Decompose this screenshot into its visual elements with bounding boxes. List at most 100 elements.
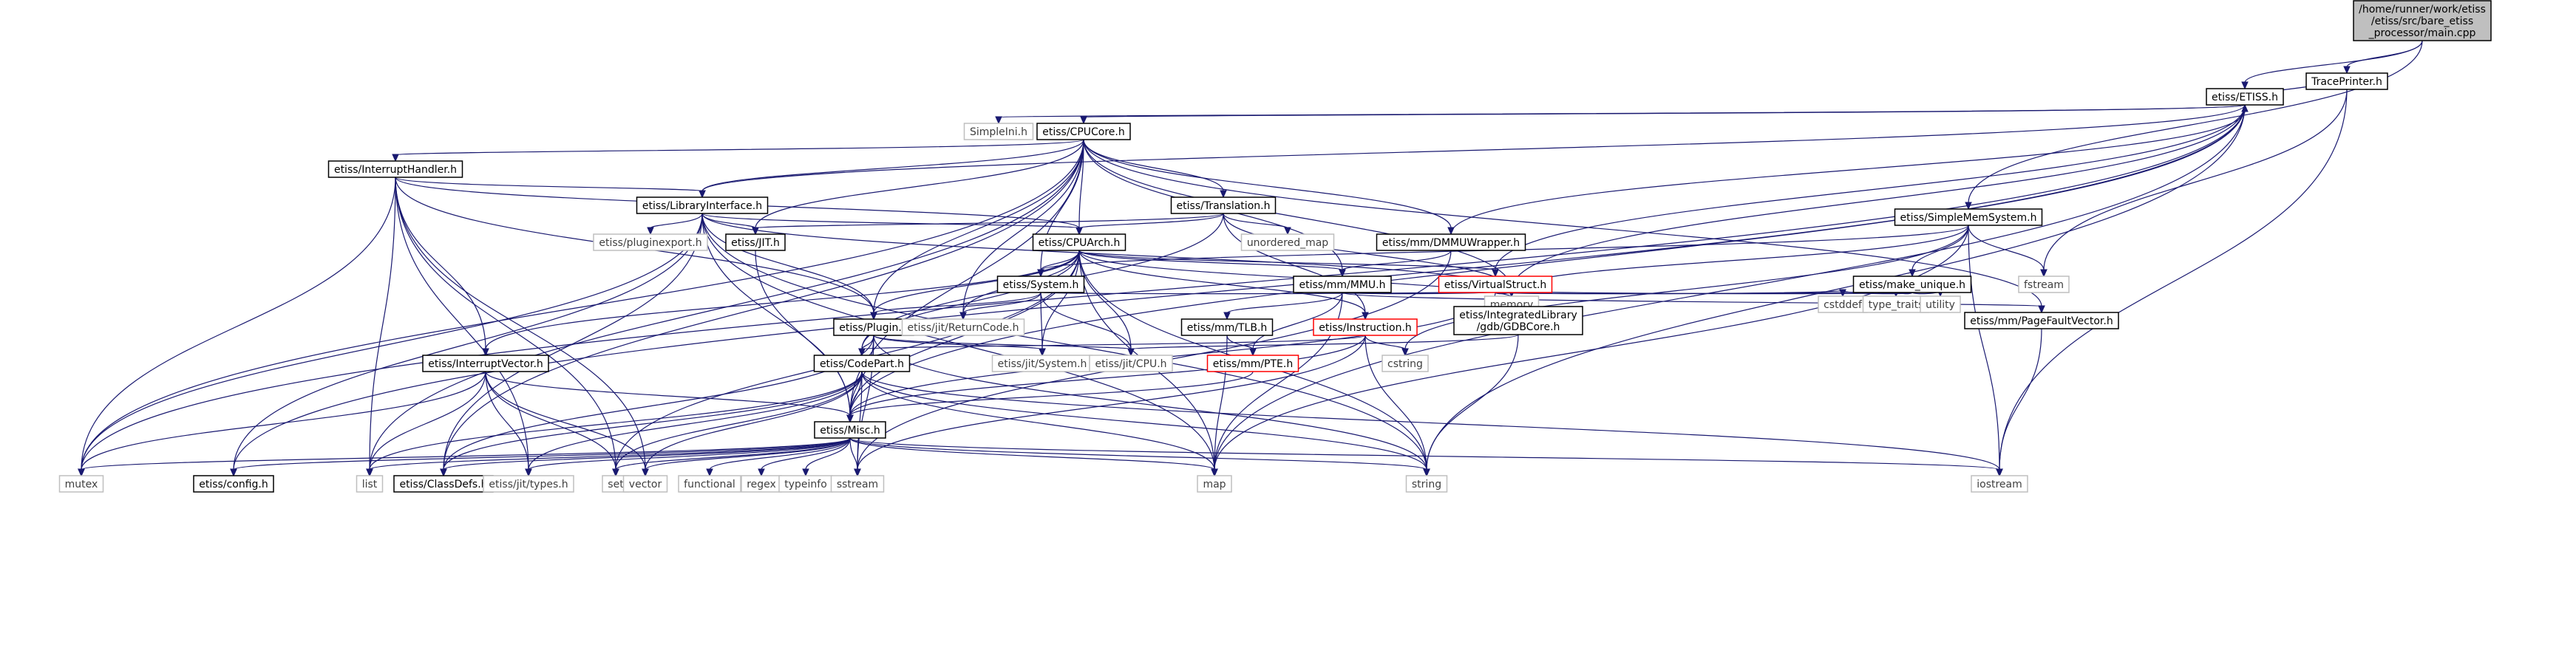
edge-misc-to-classdefs <box>440 437 851 477</box>
node-type-traits: type_traits <box>1862 295 1930 313</box>
node-simplemem[interactable]: etiss/SimpleMemSystem.h <box>1894 208 2043 226</box>
edge-interruptvector-to-vector <box>485 371 649 477</box>
node-label: etiss/System.h <box>1003 279 1079 291</box>
node-classdefs[interactable]: etiss/ClassDefs.h <box>393 475 494 493</box>
edge-gdbcore-to-string <box>1423 334 1519 477</box>
node-label: etiss/jit/ReturnCode.h <box>908 322 1019 334</box>
node-regex: regex <box>741 475 782 493</box>
node-label: set <box>608 479 624 490</box>
node-label: cstddef <box>1824 299 1863 311</box>
node-codepart[interactable]: etiss/CodePart.h <box>813 355 911 372</box>
edge-system_h-to-returncode <box>959 292 1041 321</box>
node-cstddef: cstddef <box>1818 295 1868 313</box>
edge-libinterface-to-jit <box>701 213 759 236</box>
node-system-h[interactable]: etiss/System.h <box>996 276 1085 293</box>
node-label: cstring <box>1387 358 1423 370</box>
node-returncode: etiss/jit/ReturnCode.h <box>901 318 1025 336</box>
edge-plugin-to-jitsystem <box>873 335 1046 357</box>
node-simpleini: SimpleIni.h <box>963 123 1034 140</box>
edge-misc-to-string <box>849 437 1430 477</box>
node-virtualstruct[interactable]: etiss/VirtualStruct.h <box>1438 276 1553 293</box>
edge-mmu-to-tlb <box>1223 292 1343 321</box>
edge-misc-to-regex <box>758 437 851 477</box>
node-pagefault[interactable]: etiss/mm/PageFaultVector.h <box>1964 312 2119 329</box>
node-label: etiss/InterruptVector.h <box>428 358 543 370</box>
edge-etiss_h-to-memory <box>1508 104 2246 298</box>
edge-interrupthandler-to-vector <box>395 177 649 477</box>
node-label: etiss/CPUArch.h <box>1039 237 1121 249</box>
node-label: etiss/jit/System.h <box>998 358 1087 370</box>
node-label: etiss/VirtualStruct.h <box>1444 279 1547 291</box>
node-label: vector <box>629 479 662 490</box>
edge-codepart-to-iostream <box>861 371 2003 477</box>
node-interruptvector[interactable]: etiss/InterruptVector.h <box>422 355 549 372</box>
node-vector: vector <box>622 475 668 493</box>
node-fstream: fstream <box>2018 276 2070 293</box>
node-traceprinter[interactable]: TracePrinter.h <box>2305 72 2388 90</box>
node-gdbcore[interactable]: etiss/IntegratedLibrary/gdb/GDBCore.h <box>1453 306 1583 335</box>
node-etiss-h[interactable]: etiss/ETISS.h <box>2206 88 2284 106</box>
edge-libinterface-to-config <box>230 213 703 477</box>
node-label: map <box>1203 479 1226 490</box>
node-label: fstream <box>2024 279 2064 291</box>
edge-pte-to-misc <box>846 371 1254 423</box>
node-mmu[interactable]: etiss/mm/MMU.h <box>1293 276 1392 293</box>
node-typeinfo: typeinfo <box>778 475 833 493</box>
edge-instruction-to-codepart <box>858 335 1366 357</box>
node-label: etiss/ClassDefs.h <box>399 479 487 490</box>
edge-misc-to-iostream <box>849 437 2003 477</box>
node-label: etiss/mm/PageFaultVector.h <box>1970 315 2113 327</box>
node-label: etiss/IntegratedLibrary <box>1459 309 1577 321</box>
edge-libinterface-to-classdefs <box>440 213 703 477</box>
edge-cpucore-to-memory <box>1083 139 1515 298</box>
node-root[interactable]: /home/runner/work/etiss/etiss/src/bare_e… <box>2353 0 2492 41</box>
node-instruction[interactable]: etiss/Instruction.h <box>1313 318 1418 336</box>
node-libinterface[interactable]: etiss/LibraryInterface.h <box>636 196 769 214</box>
node-misc[interactable]: etiss/Misc.h <box>814 421 886 439</box>
edge-translation-to-jit <box>752 213 1224 236</box>
edge-etiss_h-to-cpucore <box>1080 104 2246 125</box>
edge-interrupthandler-to-list <box>366 177 396 477</box>
node-cpucore[interactable]: etiss/CPUCore.h <box>1036 123 1131 140</box>
edge-gdbcore-to-jitcpu <box>1127 334 1519 357</box>
node-tlb[interactable]: etiss/mm/TLB.h <box>1180 318 1274 336</box>
node-plugin[interactable]: etiss/Plugin.h <box>833 318 914 336</box>
node-label: TracePrinter.h <box>2311 76 2382 88</box>
edge-translation-to-unordered_map <box>1223 213 1291 236</box>
node-iostream: iostream <box>1971 475 2028 493</box>
node-label: /gdb/GDBCore.h <box>1477 321 1560 333</box>
node-label: /etiss/src/bare_etiss <box>2371 16 2473 27</box>
edge-simplemem-to-fstream <box>1968 225 2047 278</box>
edge-misc-to-jittypes <box>525 437 851 477</box>
node-label: etiss/mm/PTE.h <box>1213 358 1293 370</box>
node-label: list <box>362 479 378 490</box>
edge-cpuarch-to-system_h <box>1037 250 1080 278</box>
node-translation[interactable]: etiss/Translation.h <box>1170 196 1277 214</box>
node-dmmu[interactable]: etiss/mm/DMMUWrapper.h <box>1376 233 1526 251</box>
edge-system_h-to-plugin <box>870 292 1041 321</box>
graph-edges <box>78 40 2423 477</box>
node-cpuarch[interactable]: etiss/CPUArch.h <box>1032 233 1126 251</box>
node-functional: functional <box>678 475 741 493</box>
edge-misc-to-map <box>849 437 1218 477</box>
node-jit[interactable]: etiss/JIT.h <box>725 233 786 251</box>
node-make-unique[interactable]: etiss/make_unique.h <box>1852 276 1972 293</box>
node-interrupthandler[interactable]: etiss/InterruptHandler.h <box>327 160 463 178</box>
node-pluginexport: etiss/pluginexport.h <box>593 233 708 251</box>
edge-misc-to-list <box>366 437 851 477</box>
node-cstring: cstring <box>1382 355 1429 372</box>
node-label: _processor/main.cpp <box>2368 27 2476 39</box>
graph-nodes: /home/runner/work/etiss/etiss/src/bare_e… <box>58 0 2492 493</box>
edge-cpucore-to-mutex <box>78 139 1084 477</box>
edge-etiss_h-to-simpleini <box>995 104 2246 125</box>
node-pte[interactable]: etiss/mm/PTE.h <box>1206 355 1299 372</box>
node-label: functional <box>684 479 735 490</box>
node-label: etiss/mm/TLB.h <box>1187 322 1268 334</box>
node-label: etiss/InterruptHandler.h <box>334 164 457 176</box>
node-config[interactable]: etiss/config.h <box>193 475 274 493</box>
edge-interrupthandler-to-libinterface <box>395 177 706 199</box>
node-label: etiss/Plugin.h <box>839 322 908 334</box>
edge-cpucore-to-interrupthandler <box>392 139 1084 163</box>
edge-translation-to-cpuarch <box>1075 213 1224 236</box>
